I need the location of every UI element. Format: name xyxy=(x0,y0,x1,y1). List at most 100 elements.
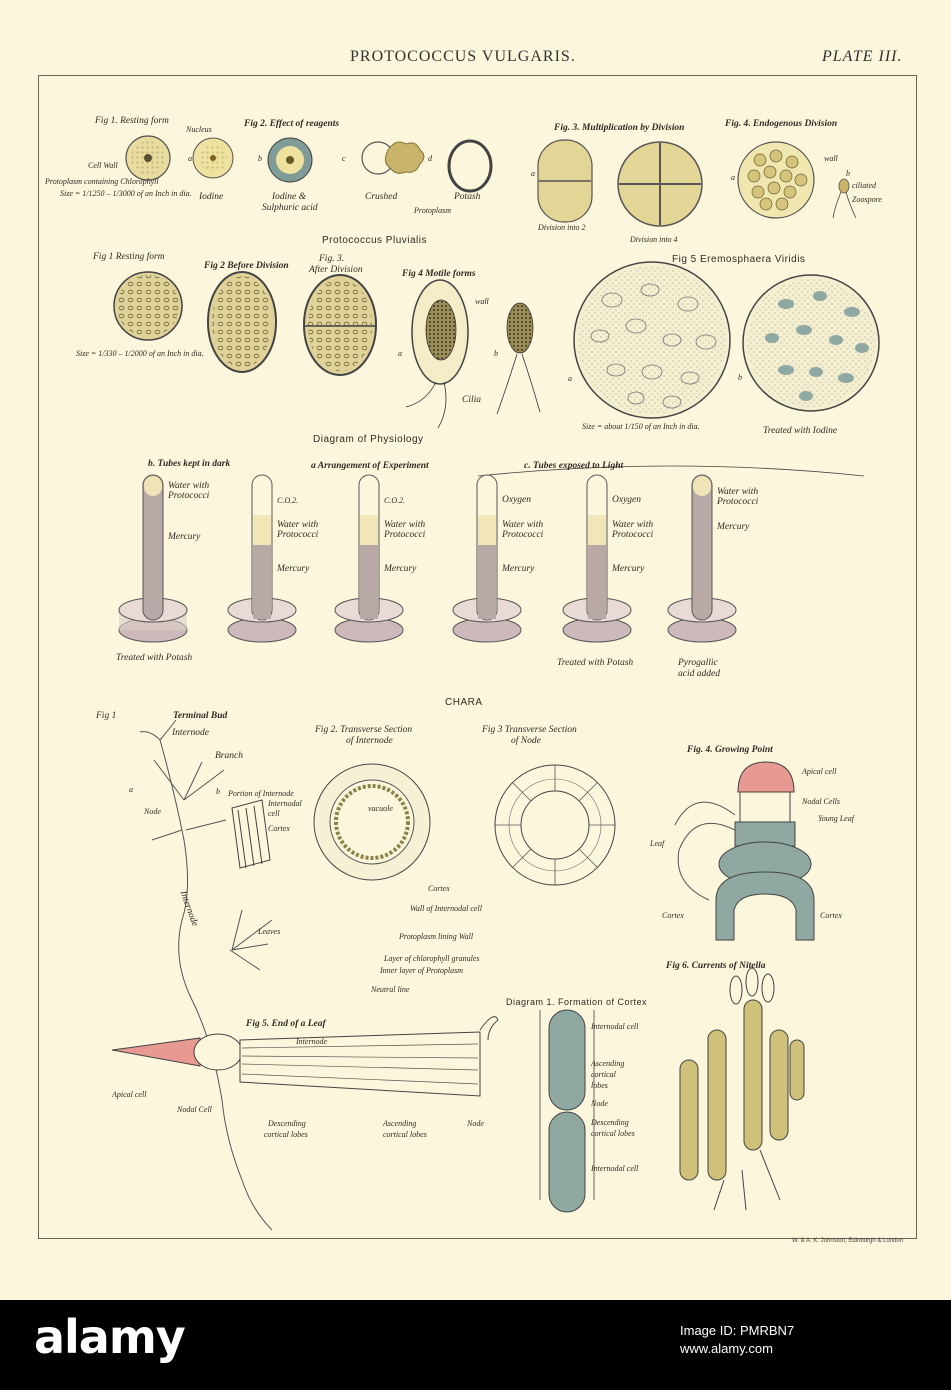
leaf-label: Leaf xyxy=(650,839,665,848)
chara-fig6-label: Fig 6. Currents of Nitella xyxy=(666,961,766,971)
descending-b-label: cortical lobes xyxy=(591,1129,635,1138)
chara-fig4-label: Fig. 4. Growing Point xyxy=(687,745,773,755)
eremosphaera-a: a xyxy=(568,374,572,383)
chara-fig2-transverse-internode xyxy=(313,763,431,881)
alamy-site: www.alamy.com xyxy=(680,1341,773,1356)
internodal-cell-b-label: Internodal cell xyxy=(591,1164,639,1173)
chara-a: a xyxy=(129,785,133,794)
iodine-and-label: Iodine & xyxy=(272,192,307,202)
cortex-right-label: Cortex xyxy=(820,911,842,920)
internodal-cell-a-label: Internodal cell xyxy=(591,1022,639,1031)
eremosphaera-cell-a xyxy=(573,261,731,419)
ciliated-label: ciliated xyxy=(852,181,876,190)
leaf-internode-label: Internode xyxy=(296,1037,328,1046)
illustration-canvas xyxy=(111,135,880,1231)
plate-number: PLATE III. xyxy=(822,48,903,65)
tube6-mid: Mercury xyxy=(717,522,750,532)
division-four-label: Division into 4 xyxy=(630,235,678,244)
cortex-left-label: Cortex xyxy=(662,911,684,920)
protoplasm-label: Protoplasm xyxy=(414,206,452,215)
label-b: b xyxy=(258,154,262,163)
pluvialis-fig2-label: Fig 2 Before Division xyxy=(204,261,289,271)
pluvialis-fig3-label: After Division xyxy=(309,265,363,275)
layer-chlorophyll-label: Layer of chlorophyll granules xyxy=(384,954,480,963)
light-bracket xyxy=(477,465,865,477)
protoplasm-lining-label: Protoplasm lining Wall xyxy=(399,932,474,941)
pluvialis-fig4-label: Fig 4 Motile forms xyxy=(402,269,476,279)
cilia-label: Cilia xyxy=(462,395,482,405)
tube5-top: Oxygen xyxy=(612,495,642,505)
tube5-bottom: Treated with Potash xyxy=(557,658,634,668)
wall-label: wall xyxy=(824,154,838,163)
plate-title: PROTOCOCCUS VULGARIS. xyxy=(350,48,576,65)
node-3-label: Node xyxy=(591,1099,608,1108)
tube5-mid2: Protococci xyxy=(612,530,654,540)
tube6-top: Water with xyxy=(717,487,759,497)
pluvialis-fig3-cell xyxy=(303,274,377,376)
internodal-label: Internodal xyxy=(268,799,302,808)
pluvialis-a: a xyxy=(398,349,402,358)
arrangement-label: a Arrangement of Experiment xyxy=(311,461,429,471)
treated-iodine-label: Treated with Iodine xyxy=(763,426,838,436)
pluvialis-fig1-cell xyxy=(113,271,183,341)
branch-label: Branch xyxy=(215,751,243,761)
pluvialis-heading: Protococcus Pluvialis xyxy=(322,235,427,246)
vulgaris-fig2-label: Fig 2. Effect of reagents xyxy=(244,119,340,129)
ascending-c-label: lobes xyxy=(591,1081,608,1090)
descending-a-label: Descending xyxy=(591,1118,629,1127)
tube3-top: C.O.2. xyxy=(384,496,406,505)
cell-wall-label: Cell Wall xyxy=(88,161,118,170)
vulgaris-fig3-division-four xyxy=(617,141,703,227)
tube-6 xyxy=(667,474,737,643)
inner-layer-label: Inner layer of Protoplasm xyxy=(380,966,464,975)
young-leaf-label: Young Leaf xyxy=(818,814,854,823)
chara-b: b xyxy=(216,787,220,796)
tube1-mid: Mercury xyxy=(168,532,201,542)
zoospore-label: Zoospore xyxy=(852,195,882,204)
tube-5 xyxy=(562,474,632,643)
potash-label: Potash xyxy=(454,192,481,202)
tube1-bottom: Treated with Potash xyxy=(116,653,193,663)
leaves-label: Leaves xyxy=(258,927,281,936)
internodal-cell-label: cell xyxy=(268,809,280,818)
tube4-top: Oxygen xyxy=(502,495,532,505)
chara-diagram1-cortex xyxy=(539,1009,595,1213)
vulgaris-fig2d-potash-cell xyxy=(447,139,493,193)
portion-label: Portion of Internode xyxy=(228,789,294,798)
chara-internode-portion xyxy=(231,799,271,869)
chara-fig3-sublabel: of Node xyxy=(511,736,541,746)
label-b-fig4: b xyxy=(846,169,850,178)
pluvialis-fig2-cell xyxy=(207,271,277,373)
eremosphaera-cell-b-iodine xyxy=(742,274,880,412)
tube4-low: Mercury xyxy=(502,564,535,574)
wall-internodal-label: Wall of Internodal cell xyxy=(410,904,482,913)
chara-fig3-label: Fig 3 Transverse Section xyxy=(482,725,577,735)
chara-fig4-growing-point xyxy=(674,761,815,941)
printer-credit: W. & A. K. Johnston, Edinburgh & London xyxy=(792,1238,904,1244)
alamy-logo: alamy xyxy=(34,1310,186,1364)
vulgaris-fig4-endogenous xyxy=(737,141,857,219)
chara-fig2-label: Fig 2. Transverse Section xyxy=(315,725,413,735)
tube-1 xyxy=(118,474,188,643)
watermark-bar xyxy=(0,1300,951,1390)
eremosphaera-b: b xyxy=(738,373,742,382)
vulgaris-fig1-cell xyxy=(125,135,171,181)
tube2-top: C.O.2. xyxy=(277,496,299,505)
chara-fig1-label: Fig 1 xyxy=(96,711,117,721)
crushed-label: Crushed xyxy=(365,192,398,202)
tube2-low: Mercury xyxy=(277,564,310,574)
physiology-heading: Diagram of Physiology xyxy=(313,434,424,445)
diagram1-label: Diagram 1. Formation of Cortex xyxy=(506,997,648,1007)
eremosphaera-label: Fig 5 Eremosphaera Viridis xyxy=(672,254,806,265)
descending-lobes-label: cortical lobes xyxy=(264,1130,308,1139)
label-a-fig3: a xyxy=(531,169,535,178)
plate-frame xyxy=(38,75,917,1239)
chara-fig3-transverse-node xyxy=(494,764,616,886)
eremosphaera-size-label: Size = about 1/150 of an Inch in dia. xyxy=(582,422,700,431)
vacuole-label: vacuole xyxy=(368,804,393,813)
node-label: Node xyxy=(144,807,161,816)
vulgaris-fig4-label: Fig. 4. Endogenous Division xyxy=(725,119,838,129)
vulgaris-fig1-label: Fig 1. Resting form xyxy=(95,116,169,126)
tube2-mid2: Protococci xyxy=(277,530,319,540)
ascending-b-label: cortical xyxy=(591,1070,616,1079)
